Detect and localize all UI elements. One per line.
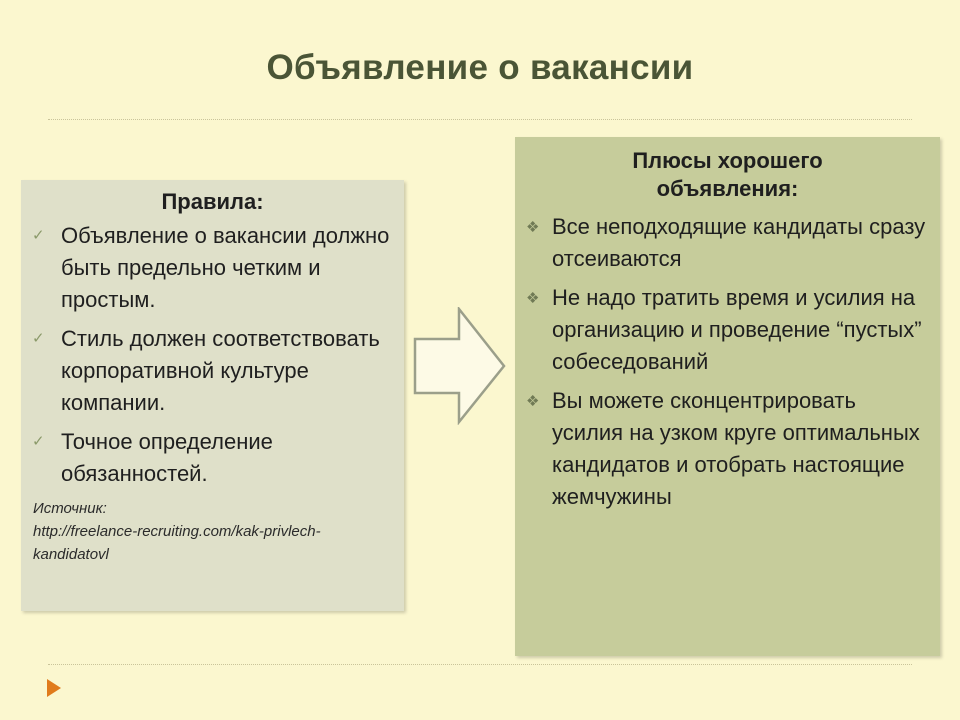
rules-box: Правила: ✓ Объявление о вакансии должно … bbox=[21, 180, 404, 611]
check-icon: ✓ bbox=[32, 227, 45, 244]
diamond-icon: ❖ bbox=[526, 219, 540, 236]
benefits-list: ❖ Все неподходящие кандидаты сразу отсеи… bbox=[515, 211, 940, 513]
source-link[interactable]: http://freelance-recruiting.com/kak-priv… bbox=[33, 523, 321, 563]
rules-heading: Правила: bbox=[161, 189, 264, 214]
rules-list: ✓ Объявление о вакансии должно быть пред… bbox=[21, 220, 404, 490]
check-icon: ✓ bbox=[32, 433, 45, 450]
list-item: ✓ Объявление о вакансии должно быть пред… bbox=[21, 220, 404, 316]
diamond-icon: ❖ bbox=[526, 290, 540, 307]
bottom-divider bbox=[48, 664, 912, 665]
right-arrow-icon bbox=[413, 307, 506, 425]
next-slide-icon[interactable] bbox=[46, 678, 62, 698]
list-item-text: Объявление о вакансии должно быть предел… bbox=[61, 223, 390, 312]
list-item: ✓ Точное определение обязанностей. bbox=[21, 426, 404, 490]
list-item: ✓ Стиль должен соответствовать корпорати… bbox=[21, 323, 404, 419]
list-item-text: Вы можете сконцентрировать усилия на узк… bbox=[552, 388, 920, 509]
page-title: Объявление о вакансии bbox=[266, 48, 694, 87]
list-item-text: Стиль должен соответствовать корпоративн… bbox=[61, 326, 380, 415]
benefits-box: Плюсы хорошего объявления: ❖ Все неподхо… bbox=[515, 137, 940, 656]
benefits-heading: Плюсы хорошего объявления: bbox=[632, 148, 823, 201]
list-item-text: Точное определение обязанностей. bbox=[61, 429, 273, 486]
list-item-text: Все неподходящие кандидаты сразу отсеива… bbox=[552, 214, 926, 271]
source-note: Источник: http://freelance-recruiting.co… bbox=[33, 497, 404, 566]
list-item-text: Не надо тратить время и усилия на органи… bbox=[552, 285, 922, 374]
list-item: ❖ Не надо тратить время и усилия на орга… bbox=[515, 282, 940, 378]
diamond-icon: ❖ bbox=[526, 393, 540, 410]
check-icon: ✓ bbox=[32, 330, 45, 347]
top-divider bbox=[48, 119, 912, 120]
list-item: ❖ Вы можете сконцентрировать усилия на у… bbox=[515, 385, 940, 513]
list-item: ❖ Все неподходящие кандидаты сразу отсеи… bbox=[515, 211, 940, 275]
source-label: Источник: bbox=[33, 500, 107, 517]
